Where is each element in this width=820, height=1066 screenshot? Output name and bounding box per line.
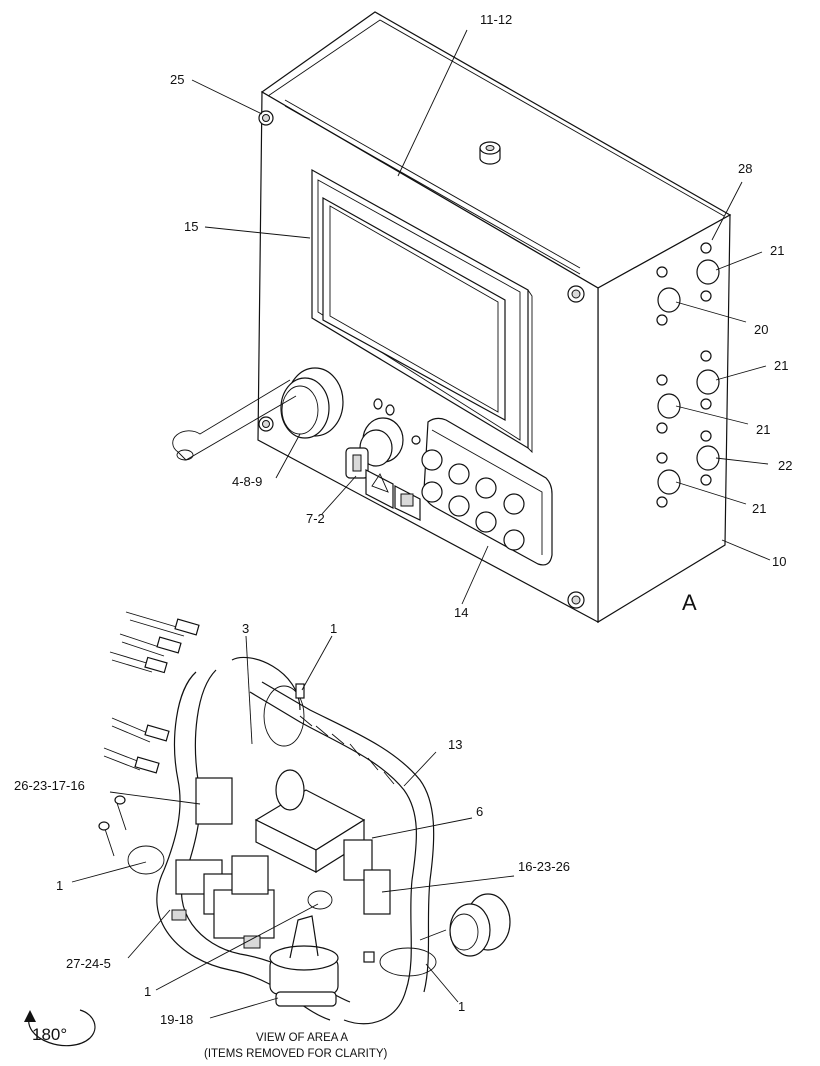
caption-line-1: VIEW OF AREA A [256, 1032, 348, 1044]
wire-terminal-icon [98, 611, 200, 857]
callout-27-24-5: 27-24-5 [66, 956, 111, 971]
callout-1-b: 1 [56, 878, 63, 893]
conduit [299, 715, 395, 785]
keypad-button-icon [421, 449, 525, 551]
callout-13: 13 [448, 737, 462, 752]
callout-21-a: 21 [770, 243, 784, 258]
callout-4-8-9: 4-8-9 [232, 474, 262, 489]
enclosure-assembly [172, 11, 732, 624]
harness-connector [419, 893, 511, 957]
callout-21-b: 21 [774, 358, 788, 373]
area-a-marker: A [682, 590, 697, 615]
callout-7-2: 7-2 [306, 511, 325, 526]
callout-19-18: 19-18 [160, 1012, 193, 1027]
callout-10: 10 [772, 554, 786, 569]
cable-tie-icon [127, 683, 437, 977]
indicator-led-icon [373, 398, 395, 416]
callout-22: 22 [778, 458, 792, 473]
leader-lines-top [191, 29, 771, 605]
callout-16-23-26: 16-23-26 [518, 859, 570, 874]
caption-line-2: (ITEMS REMOVED FOR CLARITY) [204, 1048, 388, 1060]
rotation-label: 180° [32, 1025, 67, 1044]
callout-26-23-17-16: 26-23-17-16 [14, 778, 85, 793]
callout-3: 3 [242, 621, 249, 636]
callout-11-12: 11-12 [480, 12, 512, 27]
rotation-indicator [24, 1009, 96, 1047]
keypad [421, 417, 553, 566]
relay-block [254, 769, 366, 874]
callout-25: 25 [170, 72, 184, 87]
callout-15: 15 [184, 219, 198, 234]
callout-28: 28 [738, 161, 752, 176]
area-a-detail [98, 611, 511, 1025]
callout-21-d: 21 [752, 501, 766, 516]
corner-screw-icon [258, 110, 585, 609]
callout-1-a: 1 [330, 621, 337, 636]
callout-21-c: 21 [756, 422, 770, 437]
key-switch [345, 417, 421, 479]
callout-1-d: 1 [458, 999, 465, 1014]
bulkhead-connector [269, 915, 339, 1007]
round-connector [172, 367, 344, 461]
display-screen [311, 168, 533, 454]
callout-labels: 11-12 25 15 28 21 20 21 21 22 21 10 4-8-… [14, 12, 792, 1060]
callout-14: 14 [454, 605, 468, 620]
side-screw-icon [656, 242, 712, 508]
callout-6: 6 [476, 804, 483, 819]
leader-lines-detail [71, 635, 515, 1019]
callout-1-c: 1 [144, 984, 151, 999]
callout-20: 20 [754, 322, 768, 337]
warning-label [365, 469, 421, 521]
top-boss [479, 141, 501, 165]
